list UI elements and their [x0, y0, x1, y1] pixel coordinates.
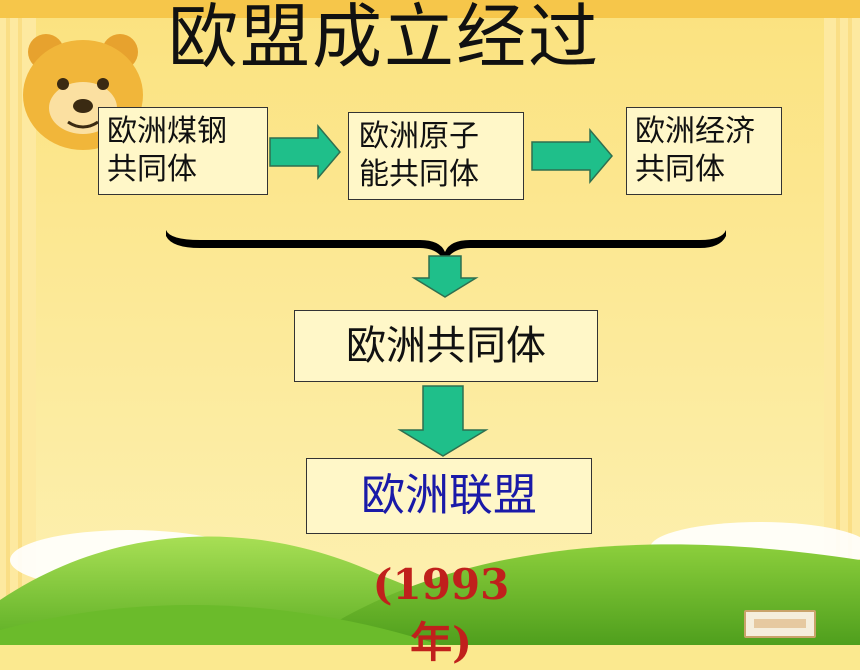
- stage-label-line2: 共同体: [107, 152, 197, 187]
- stage-label-line2: 能共同体: [359, 157, 479, 192]
- stage-label-line1: 欧洲原子: [359, 119, 479, 154]
- down-arrow-icon: [397, 385, 489, 457]
- founding-year-label: (1993年): [372, 560, 510, 667]
- stage-label-line1: 欧洲煤钢: [107, 114, 227, 149]
- stage-box-atomic: 欧洲原子 能共同体: [348, 112, 524, 200]
- stage-box-coal-steel: 欧洲煤钢 共同体: [98, 107, 268, 195]
- stage-label-line2: 共同体: [635, 152, 725, 187]
- page-title: 欧盟成立经过: [168, 0, 600, 78]
- european-union-box: 欧洲联盟: [306, 458, 592, 534]
- flow-connectors: [166, 123, 726, 457]
- merged-community-box: 欧洲共同体: [294, 310, 598, 382]
- stage-label-line1: 欧洲经济: [635, 114, 755, 149]
- down-arrow-icon: [411, 255, 479, 298]
- right-arrow-icon: [531, 127, 613, 185]
- right-arrow-icon: [269, 123, 341, 181]
- stage-box-economic: 欧洲经济 共同体: [626, 107, 782, 195]
- publisher-logo-icon: [744, 610, 816, 638]
